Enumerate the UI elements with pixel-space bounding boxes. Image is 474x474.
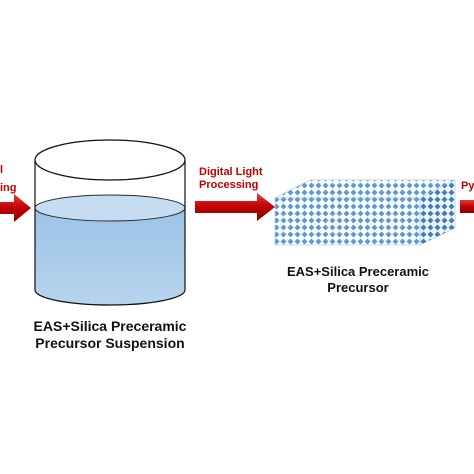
left-arrow: [0, 194, 31, 222]
suspension-caption: EAS+Silica Preceramic Precursor Suspensi…: [5, 318, 215, 352]
middle-arrow-label-line2: Processing: [199, 179, 259, 191]
middle-arrow-label: Digital Light Processing: [199, 166, 289, 192]
precursor-caption: EAS+Silica Preceramic Precursor: [268, 264, 448, 296]
left-arrow-label-line1: l: [0, 164, 4, 176]
suspension-caption-line2: Precursor Suspension: [35, 335, 185, 351]
precursor-block: [274, 179, 456, 246]
precursor-caption-line2: Precursor: [327, 280, 389, 295]
right-arrow-label-text: Py: [461, 180, 474, 192]
left-arrow-label-line2: ing: [0, 182, 17, 194]
right-arrow-label: Py: [461, 180, 474, 193]
suspension-caption-line1: EAS+Silica Preceramic: [33, 318, 187, 334]
right-arrow: [460, 200, 474, 213]
suspension-container: [34, 139, 186, 306]
middle-arrow: [195, 193, 275, 221]
middle-arrow-label-line1: Digital Light: [199, 166, 263, 178]
left-arrow-label: l ing: [0, 164, 30, 195]
precursor-caption-line1: EAS+Silica Preceramic: [286, 264, 429, 279]
